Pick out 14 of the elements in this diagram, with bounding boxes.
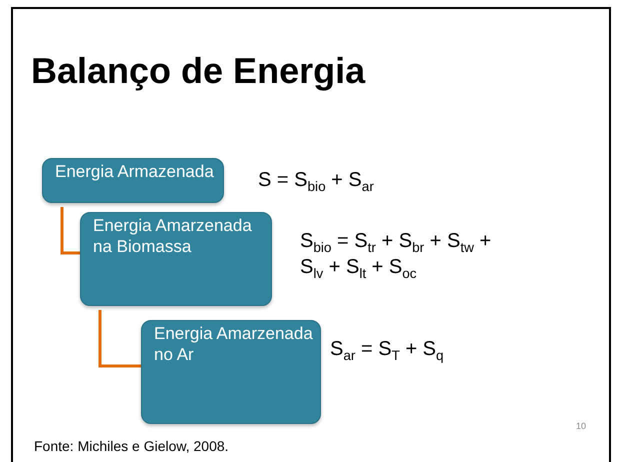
process-box: [80, 212, 272, 306]
process-box: [141, 320, 321, 424]
process-box: [42, 158, 224, 203]
slide-title: Balanço de Energia: [31, 50, 366, 92]
formula: S = S$_{bio}$ + S$_{ar}$: [258, 168, 374, 193]
box-label: Energia Amarzenada no Ar: [154, 323, 314, 365]
formula: S$_{bio}$ = S$_{tr}$ + S$_{br}$ + S$_{tw}$ + S$_{lv}$ + S$_{lt}$ + S$_{oc}$: [300, 229, 492, 280]
connector-line: [98, 310, 141, 368]
formula: S$_{ar}$ = S$_{T}$ + S$_{q}$: [330, 337, 444, 362]
page-number: 10: [576, 421, 586, 433]
source-note: Fonte: Michiles e Gielow, 2008.: [34, 437, 229, 456]
box-label: Energia Armazenada: [55, 161, 215, 182]
connector-line: [60, 207, 80, 254]
box-label: Energia Amarzenada na Biomassa: [93, 215, 253, 257]
